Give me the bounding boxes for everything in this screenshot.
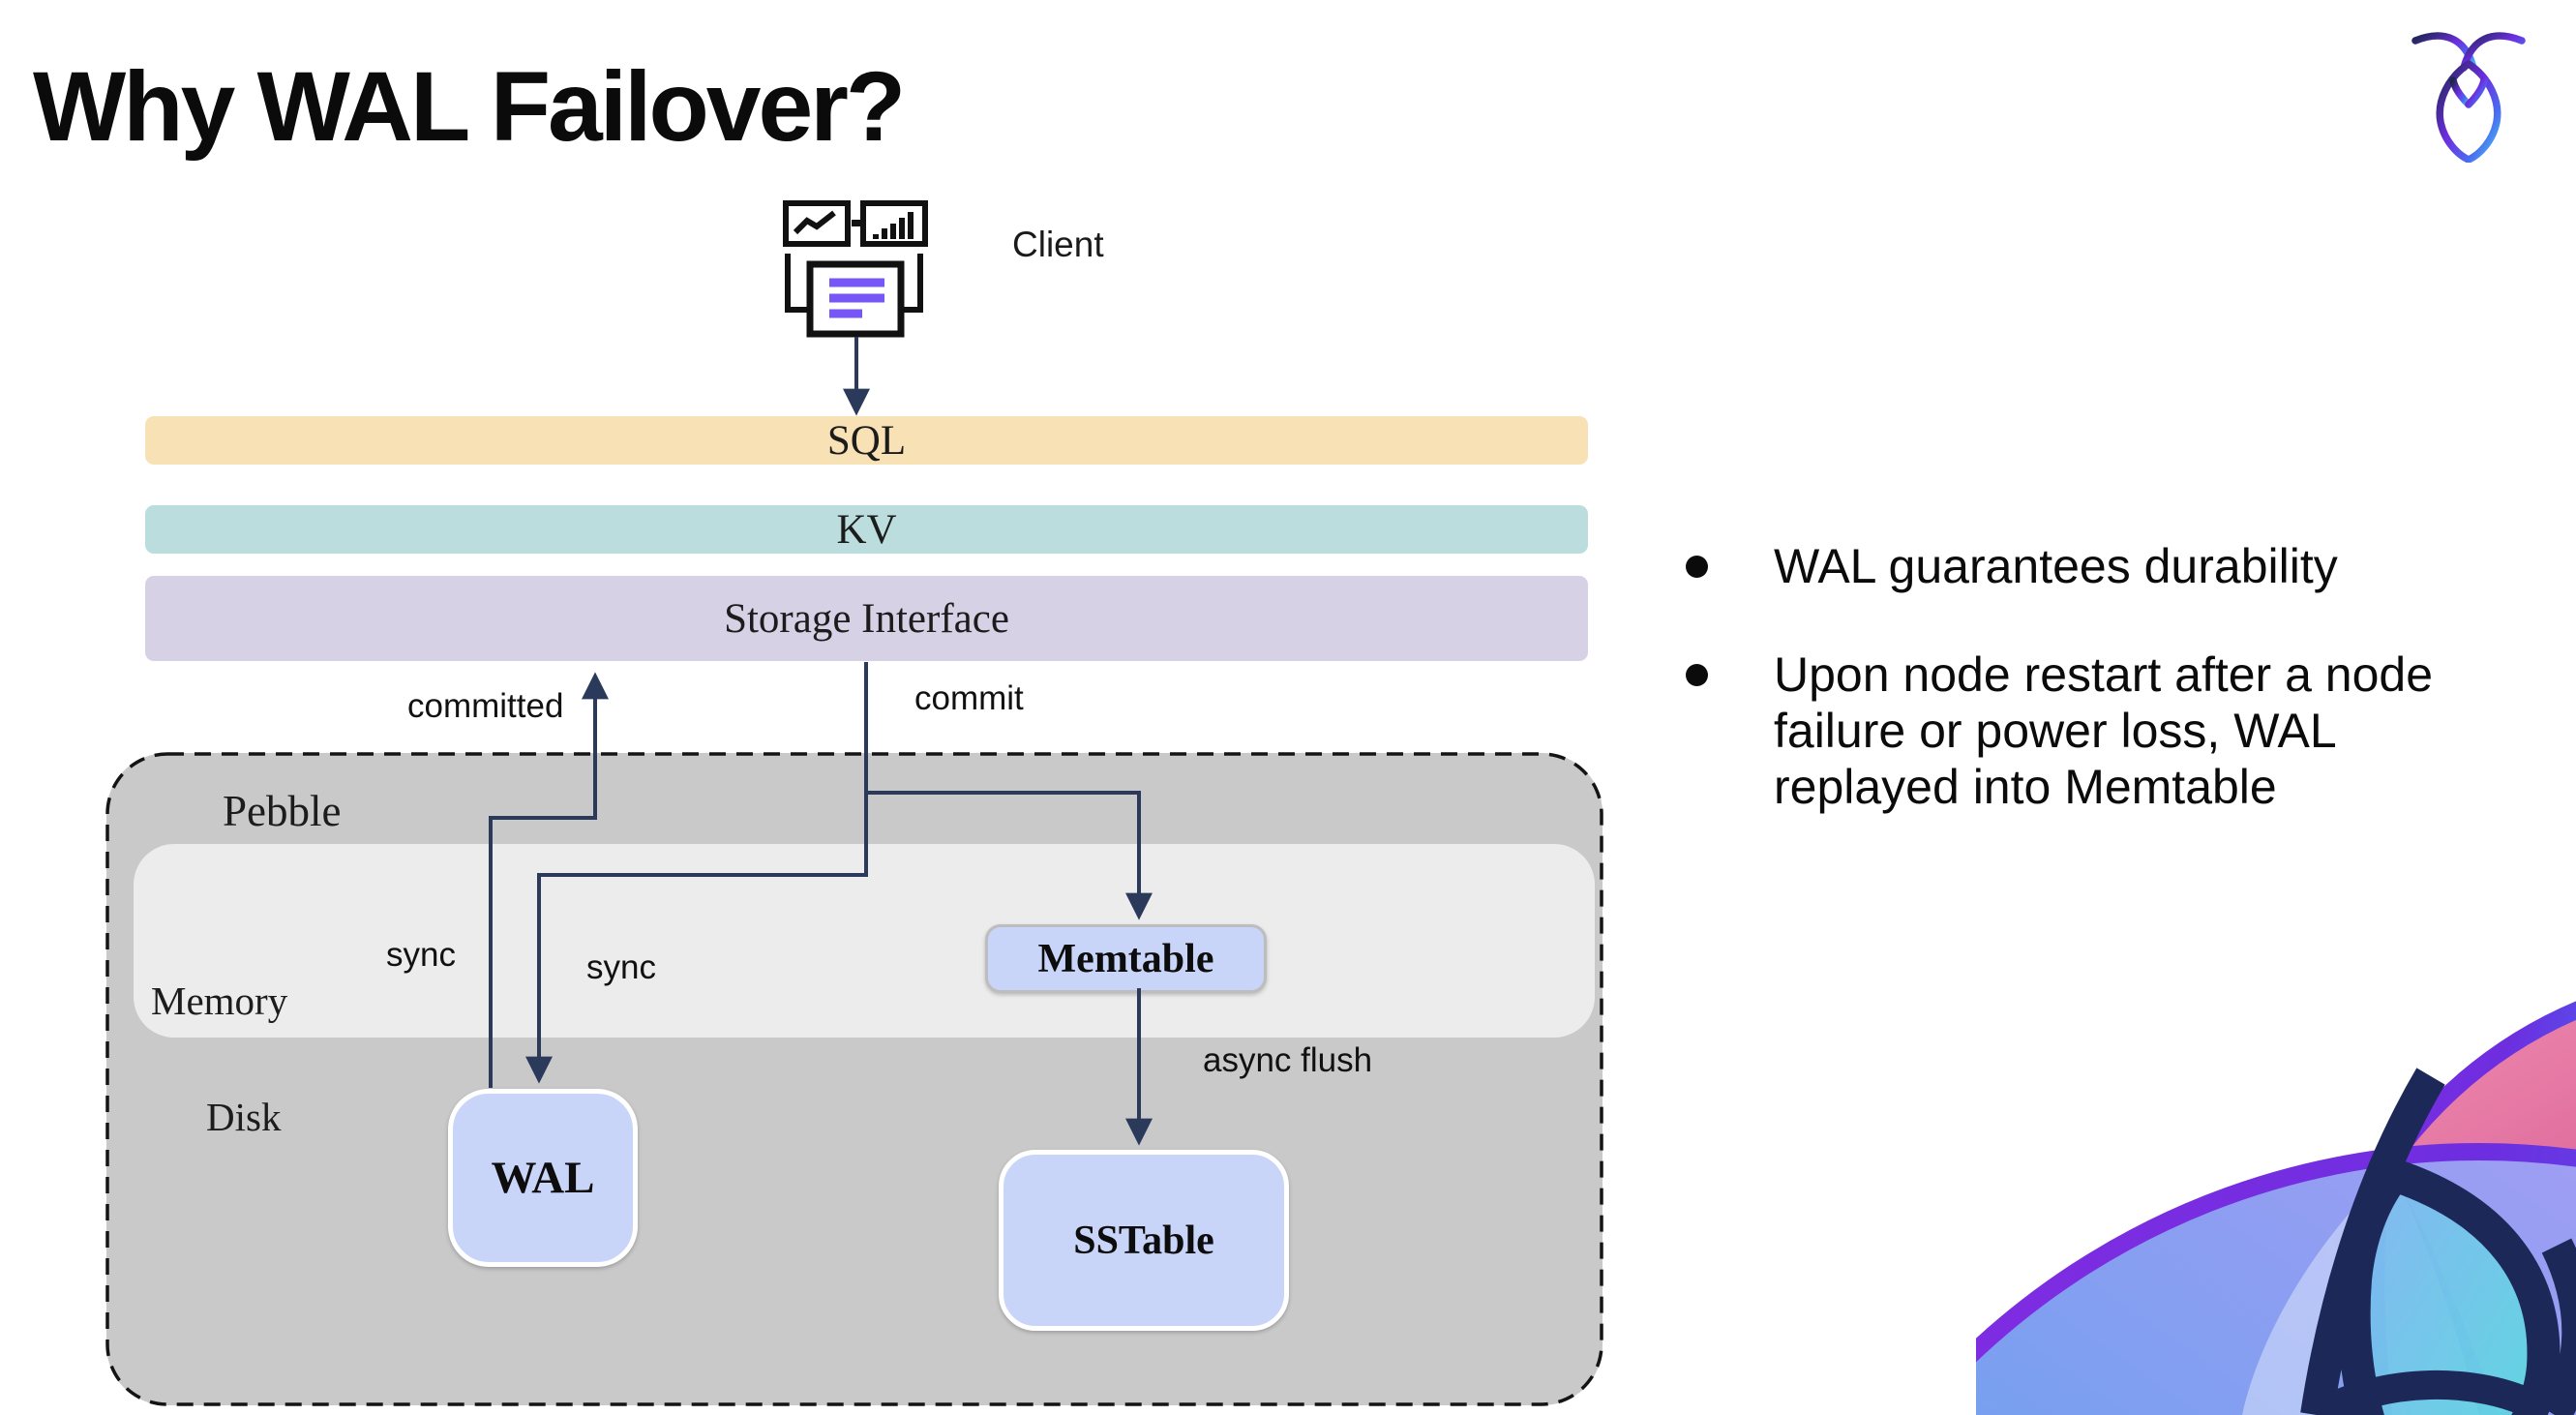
memory-label: Memory: [151, 978, 288, 1023]
page-title: Why WAL Failover?: [33, 51, 906, 162]
cockroachdb-logo-icon: [2411, 32, 2526, 163]
pebble-label: Pebble: [223, 787, 342, 835]
brand-art: [1976, 1001, 2576, 1415]
dash-icon: [852, 220, 861, 226]
edge-label-async-flush: async flush: [1203, 1041, 1373, 1079]
layer-storage-label: Storage Interface: [724, 595, 1009, 642]
disk-label: Disk: [206, 1095, 282, 1139]
bullet-dot: [1686, 664, 1708, 686]
art-pink-circle: [2310, 1010, 2576, 1415]
memtable-box: Memtable: [985, 924, 1267, 993]
memtable-label: Memtable: [1037, 936, 1214, 981]
terminal-document-icon: [785, 254, 923, 338]
art-purple-arc: [2301, 1001, 2576, 1415]
art-navy-curves: [2300, 1068, 2576, 1415]
layer-kv: KV: [145, 505, 1588, 554]
edge-label-commit: commit: [914, 679, 1024, 717]
sstable-label: SSTable: [1073, 1218, 1214, 1263]
layer-storage-interface: Storage Interface: [145, 576, 1588, 661]
edge-label-sync-right: sync: [586, 948, 656, 986]
line-chart-icon: [783, 200, 851, 247]
bar-chart-icon: [860, 200, 928, 247]
bullet-text: WAL guarantees durability: [1774, 539, 2338, 593]
art-dome-circle: [1976, 1143, 2576, 1415]
wal-label: WAL: [491, 1153, 595, 1203]
memory-band: [134, 844, 1595, 1038]
bullet-text: Upon node restart after a node failure o…: [1774, 647, 2434, 814]
client-icon: [783, 200, 928, 338]
layer-sql-label: SQL: [826, 417, 907, 464]
bullet-dot: [1686, 556, 1708, 578]
edge-label-committed: committed: [407, 687, 564, 725]
art-petals: [2242, 1168, 2557, 1415]
list-item: WAL guarantees durability: [1686, 538, 2499, 594]
sstable-box: SSTable: [999, 1150, 1289, 1331]
wal-box: WAL: [448, 1089, 638, 1267]
layer-sql: SQL: [145, 416, 1588, 465]
client-label: Client: [1012, 225, 1104, 264]
edge-label-sync-left: sync: [386, 936, 456, 974]
bullet-list: WAL guarantees durability Upon node rest…: [1686, 538, 2499, 867]
layer-kv-label: KV: [836, 506, 897, 553]
list-item: Upon node restart after a node failure o…: [1686, 647, 2499, 815]
